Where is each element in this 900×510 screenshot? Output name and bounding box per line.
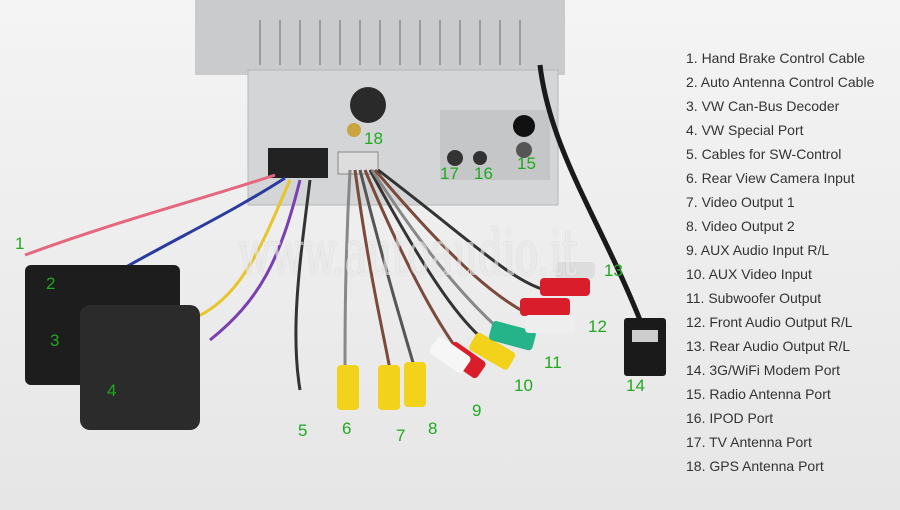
legend-item: 14. 3G/WiFi Modem Port — [686, 362, 841, 378]
legend-item: 8. Video Output 2 — [686, 218, 795, 234]
callout-14: 14 — [626, 376, 645, 395]
port-legend: 1. Hand Brake Control Cable 2. Auto Ante… — [686, 49, 874, 481]
callout-10: 10 — [514, 376, 533, 395]
callout-5: 5 — [298, 421, 308, 440]
legend-item: 15. Radio Antenna Port — [686, 386, 831, 402]
callout-18: 18 — [364, 129, 383, 148]
legend-item: 12. Front Audio Output R/L — [686, 314, 853, 330]
callout-12: 12 — [588, 317, 607, 336]
legend-item: 11. Subwoofer Output — [686, 290, 822, 306]
legend-item: 6. Rear View Camera Input — [686, 170, 855, 186]
usb-modem-port — [624, 318, 666, 376]
head-unit-chassis — [195, 0, 565, 206]
callout-6: 6 — [342, 419, 352, 438]
callout-8: 8 — [428, 419, 438, 438]
legend-item: 13. Rear Audio Output R/L — [686, 338, 851, 354]
legend-item: 2. Auto Antenna Control Cable — [686, 74, 875, 90]
legend-item: 17. TV Antenna Port — [686, 434, 812, 450]
callout-2: 2 — [46, 274, 56, 293]
callout-1: 1 — [15, 234, 25, 253]
callout-9: 9 — [472, 401, 482, 420]
legend-item: 18. GPS Antenna Port — [686, 458, 824, 474]
rca-plugs — [337, 262, 595, 410]
legend-item: 10. AUX Video Input — [686, 266, 812, 282]
callout-16: 16 — [474, 164, 493, 183]
callout-15: 15 — [517, 154, 536, 173]
legend-item: 4. VW Special Port — [686, 122, 804, 138]
legend-item: 16. IPOD Port — [686, 410, 774, 426]
vw-port-connector — [80, 305, 200, 430]
legend-item: 5. Cables for SW-Control — [686, 146, 842, 162]
callout-17: 17 — [440, 164, 459, 183]
callout-13: 13 — [604, 261, 623, 280]
watermark: www.autoaudio.it — [238, 217, 578, 291]
legend-item: 3. VW Can-Bus Decoder — [686, 98, 840, 114]
legend-item: 9. AUX Audio Input R/L — [686, 242, 830, 258]
callout-11: 11 — [544, 353, 562, 372]
legend-item: 1. Hand Brake Control Cable — [686, 50, 865, 66]
callout-3: 3 — [50, 331, 60, 350]
callout-7: 7 — [396, 426, 406, 445]
callout-4: 4 — [107, 381, 117, 400]
legend-item: 7. Video Output 1 — [686, 194, 795, 210]
